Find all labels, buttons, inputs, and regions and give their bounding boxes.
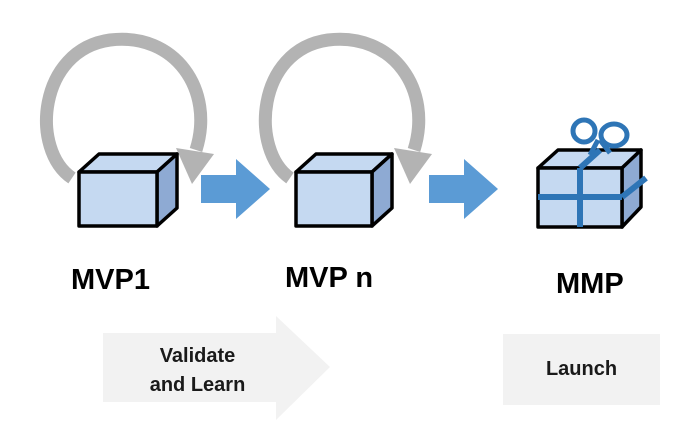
validate-learn-panel bbox=[103, 316, 330, 420]
stage-label-mmp: MMP bbox=[556, 268, 624, 300]
cube-icon bbox=[294, 152, 394, 228]
cube-icon bbox=[77, 152, 179, 228]
stage-label-mvp-n: MVP n bbox=[285, 262, 374, 294]
loop-arrow-icon bbox=[40, 32, 214, 184]
right-arrow-icon bbox=[201, 159, 270, 219]
and-learn-line: and Learn bbox=[149, 374, 246, 396]
right-arrow-icon bbox=[429, 159, 498, 219]
validate-learn-label: Validate and Learn bbox=[120, 342, 275, 400]
stage-label-mvp1: MVP1 bbox=[71, 264, 150, 296]
launch-panel bbox=[503, 334, 660, 405]
launch-label: Launch bbox=[545, 358, 618, 380]
loop-arrow-icon bbox=[258, 32, 432, 184]
validate-line: Validate bbox=[159, 345, 236, 367]
gift-box-icon bbox=[536, 117, 648, 229]
